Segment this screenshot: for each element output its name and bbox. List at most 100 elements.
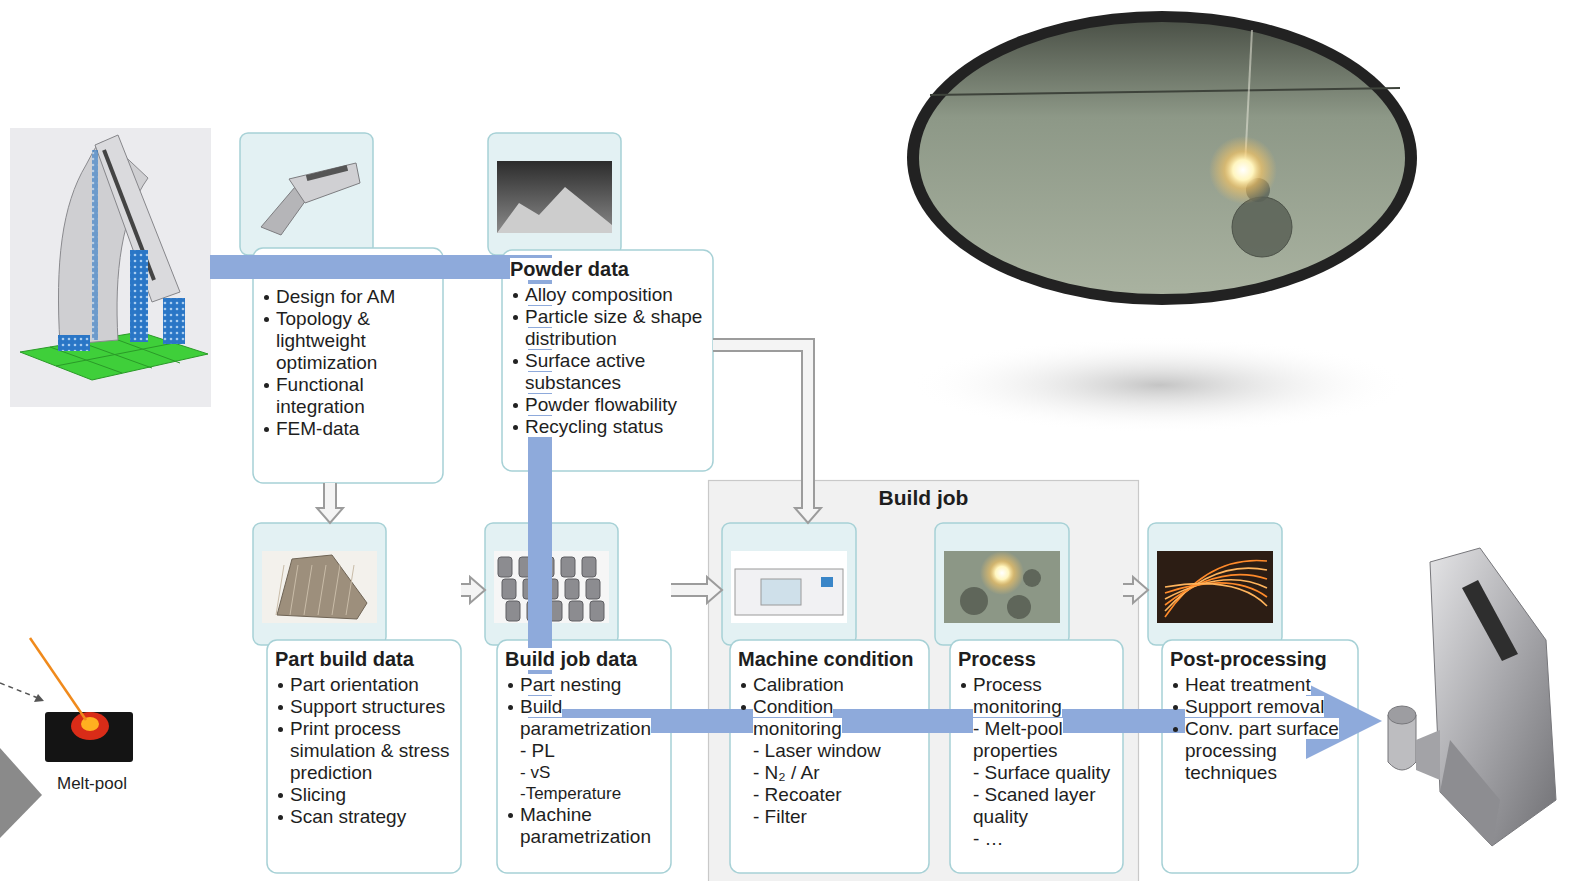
text-row: Part nesting — [505, 674, 662, 696]
text-box — [497, 640, 671, 873]
text-row: Powder data — [510, 257, 704, 281]
bullet-dot — [961, 683, 966, 688]
text-row: Surface active substances — [510, 350, 704, 394]
pic-support — [304, 565, 312, 615]
image-box — [253, 523, 386, 645]
pic-spot — [1023, 569, 1041, 587]
pic-ground — [944, 551, 1060, 623]
list-item: Heat treatment — [1185, 674, 1311, 695]
flow-arrow-body — [210, 267, 1308, 721]
text-panel: ProcessProcess monitoring- Melt-pool pro… — [950, 640, 1123, 873]
bullet-dot — [278, 683, 283, 688]
list-item: Support structures — [290, 696, 445, 717]
text-row: - Laser window — [738, 740, 920, 762]
list-item: Functional integration — [276, 374, 365, 417]
bullet-dot — [513, 403, 518, 408]
pic-nested-part — [569, 601, 583, 621]
list-item: Recycling status — [525, 416, 663, 437]
laser-photo — [907, 11, 1417, 433]
connector-group — [713, 345, 821, 523]
pic-nested-part — [502, 579, 516, 599]
pic-nested-part — [498, 557, 512, 577]
text-row: Build parametrization — [505, 696, 662, 740]
pic-sparks — [1165, 580, 1267, 599]
block-arrow-fill — [1123, 585, 1136, 595]
process-box: Post-processingHeat treatmentSupport rem… — [1148, 523, 1358, 873]
text-row: - N₂ / Ar — [738, 762, 920, 784]
bullet-dot — [278, 705, 283, 710]
text-row: - PL — [505, 740, 662, 762]
pic-nested-part — [506, 601, 520, 621]
image-box — [935, 523, 1069, 645]
bullet-dot — [508, 813, 513, 818]
list-item: Topology & lightweight optimization — [276, 308, 377, 373]
bullet-dot — [513, 359, 518, 364]
melt-spot — [1232, 197, 1292, 257]
text-row: Build job data — [505, 647, 662, 671]
text-panel: Part build dataPart orientationSupport s… — [267, 640, 461, 873]
list-item: Condition monitoring — [753, 696, 842, 739]
list-item: Build parametrization — [520, 696, 651, 739]
pic-cabinet — [735, 569, 843, 615]
text-row: Functional integration — [261, 374, 434, 418]
box-fill — [485, 523, 671, 873]
text-row: FEM-data — [261, 418, 434, 440]
bullet-dot — [513, 315, 518, 320]
scan-direction — [0, 683, 38, 698]
text-row: Particle size & shape distribution — [510, 306, 704, 350]
box-heading: Post-processing — [1170, 648, 1327, 670]
text-row: Part build data — [275, 647, 452, 671]
text-row: Build job — [708, 480, 1139, 511]
text-row: Part orientation — [275, 674, 452, 696]
text-row: Conv. part surface processing techniques — [1170, 718, 1349, 784]
text-row: Scan strategy — [275, 806, 452, 828]
bullet-dot — [741, 683, 746, 688]
box-heading: Build job — [879, 486, 969, 509]
pic-support — [318, 565, 326, 615]
list-item: - Melt-pool properties — [973, 718, 1063, 761]
part-label: Melt-pool — [57, 774, 127, 793]
box-fill — [488, 133, 713, 471]
pic-screen — [821, 577, 833, 587]
text-box — [730, 640, 929, 873]
bullet-dot — [513, 293, 518, 298]
pic-ground — [731, 551, 847, 623]
text-box — [950, 640, 1123, 873]
text-row: Process monitoring — [958, 674, 1114, 718]
image-box — [240, 133, 373, 255]
process-box: Build job dataPart nestingBuild parametr… — [485, 523, 671, 873]
lattice-support — [130, 250, 148, 342]
pic-nested-part — [586, 579, 600, 599]
bullet-dot — [1173, 683, 1178, 688]
photo-edge — [930, 88, 1400, 95]
bullet-dot — [1173, 727, 1178, 732]
part-joint — [1416, 730, 1440, 780]
box-heading: Part build data — [275, 648, 414, 670]
text-row: Recycling status — [510, 416, 704, 438]
pic-support — [276, 565, 284, 615]
list-item: Part orientation — [290, 674, 419, 695]
photo-frame — [907, 11, 1417, 305]
list-item: - Recoater — [753, 784, 842, 805]
part-slot — [1462, 580, 1518, 661]
list-item: - Scaned layer quality — [973, 784, 1096, 827]
connector-group — [317, 483, 343, 523]
process-box: Powder dataAlloy compositionParticle siz… — [488, 133, 713, 471]
list-item: Machine parametrization — [520, 804, 651, 847]
bullet-dot — [1173, 705, 1178, 710]
block-arrow-fill — [713, 345, 808, 511]
label-holder: Melt-pool — [57, 774, 127, 794]
text-row: -Temperature — [505, 783, 662, 804]
pic-ground — [1157, 551, 1273, 623]
box-fill — [722, 523, 929, 873]
pic-sparks — [1165, 568, 1267, 611]
connector-group — [1123, 577, 1148, 603]
text-panel: Post-processingHeat treatmentSupport rem… — [1162, 640, 1358, 873]
text-row: Slicing — [275, 784, 452, 806]
image-box — [488, 133, 621, 255]
text-panel: Design for AMTopology & lightweight opti… — [253, 248, 443, 483]
list-item: Powder flowability — [525, 394, 677, 415]
pic-powder — [497, 187, 612, 233]
photo-plate — [919, 22, 1405, 294]
pic-nested-part — [565, 579, 579, 599]
